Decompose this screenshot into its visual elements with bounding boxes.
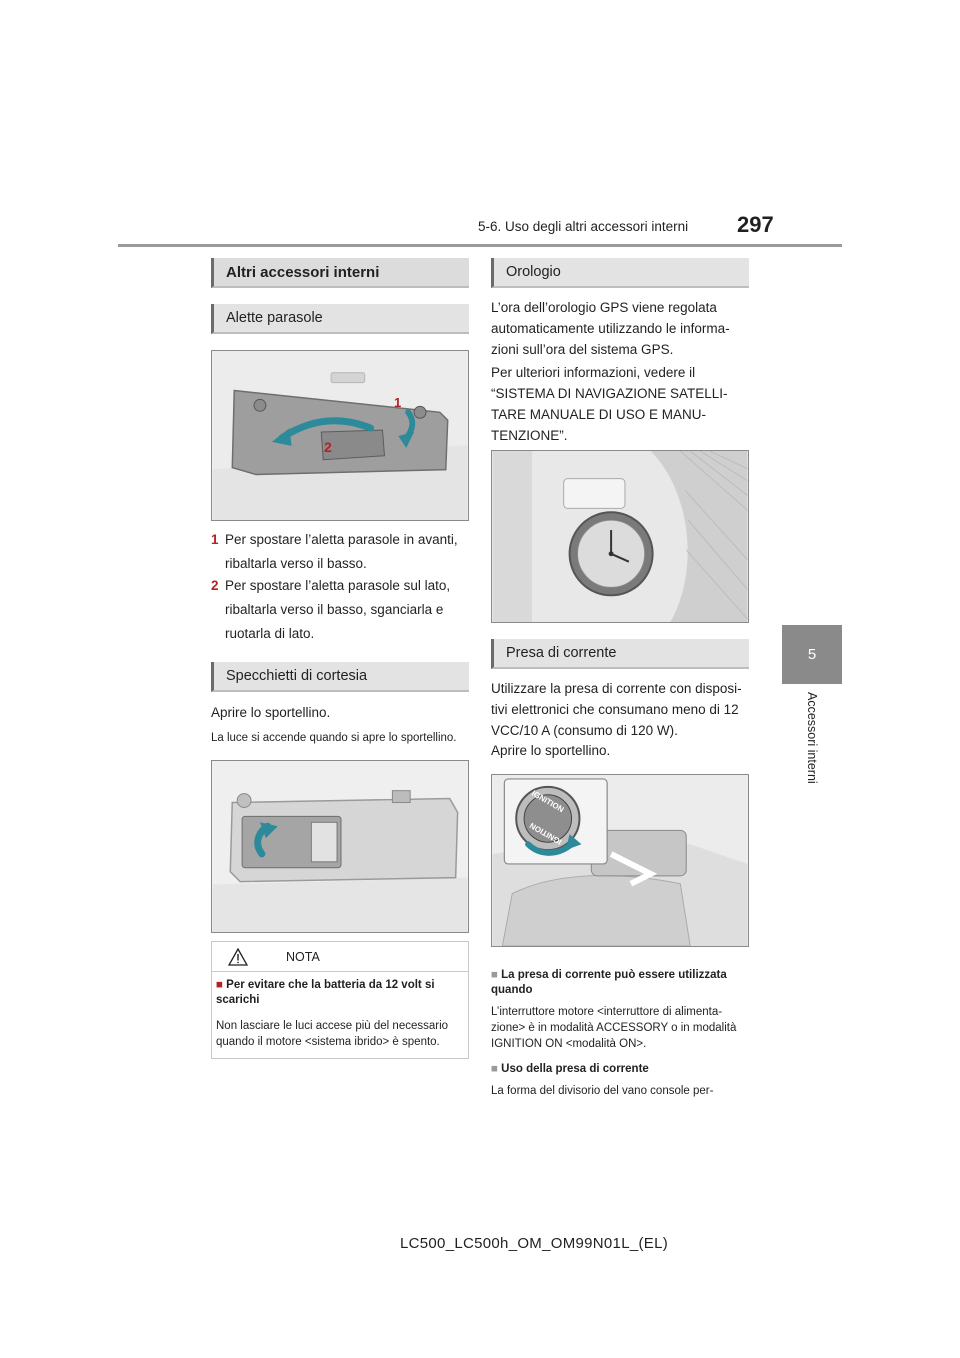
step-number: 1 — [211, 532, 219, 547]
outlet-usage-text: La forma del divisorio del vano console … — [491, 1085, 714, 1097]
page-number: 297 — [737, 212, 774, 237]
header-rule — [118, 244, 842, 247]
step-text-line: ruotarla di lato. — [225, 626, 315, 641]
power-outlet-heading: Presa di corrente — [506, 645, 617, 661]
chapter-tab: 5 — [782, 625, 842, 684]
step-text-line: ribaltarla verso il basso, sganciarla e — [225, 602, 444, 617]
nota-bullet-text: Per evitare che la batteria da 12 volt s… — [216, 979, 435, 1006]
power-outlet-paragraph-1: Utilizzare la presa di corrente con disp… — [491, 681, 742, 738]
power-outlet-paragraph-2: Aprire lo sportellino. — [491, 743, 611, 758]
chapter-side-label-text: Accessori interni — [805, 692, 819, 784]
step-text-line: ribaltarla verso il basso. — [225, 556, 367, 571]
vanity-mirror-figure — [211, 760, 469, 933]
outlet-usage-condition-heading: ■ La presa di corrente può essere utiliz… — [491, 968, 753, 998]
clock-heading-bar: Orologio — [491, 258, 749, 288]
nota-text: Non lasciare le luci accese più del nece… — [216, 1020, 449, 1048]
clock-paragraph-1: L’ora dell’orologio GPS viene regolata a… — [491, 300, 730, 357]
mirrors-heading: Specchietti di cortesia — [226, 668, 368, 684]
bullet-square-icon: ■ — [216, 979, 223, 991]
outlet-usage-heading-text: Uso della presa di corrente — [501, 1063, 649, 1075]
nota-title: NOTA — [286, 950, 320, 964]
sunvisor-heading: Alette parasole — [226, 310, 323, 326]
main-heading-bar: Altri accessori interni — [211, 258, 469, 288]
mirrors-text: Aprire lo sportellino. — [211, 705, 331, 720]
bullet-square-icon: ■ — [491, 1063, 498, 1075]
vanity-mirror-illustration — [212, 761, 468, 932]
power-outlet-figure: IGNITION IGNITION — [491, 774, 749, 947]
footer-document-code: LC500_LC500h_OM_OM99N01L_(EL) — [400, 1235, 669, 1252]
sunvisor-figure: 1 2 — [211, 350, 469, 521]
clock-paragraph-2: Per ulteriori informazioni, vedere il “S… — [491, 365, 728, 443]
main-heading: Altri accessori interni — [226, 263, 380, 281]
sunvisor-illustration — [212, 351, 468, 520]
clock-heading: Orologio — [506, 264, 561, 280]
sunvisor-step-2: 2 Per spostare l’aletta parasole sul lat… — [211, 574, 471, 646]
power-outlet-illustration — [492, 775, 748, 946]
outlet-usage-heading: ■ Uso della presa di corrente — [491, 1062, 753, 1077]
power-outlet-heading-bar: Presa di corrente — [491, 639, 749, 669]
sunvisor-label-2: 2 — [324, 439, 332, 455]
mirrors-note: La luce si accende quando si apre lo spo… — [211, 732, 457, 744]
sunvisor-label-1: 1 — [394, 395, 402, 410]
mirrors-heading-bar: Specchietti di cortesia — [211, 662, 469, 692]
outlet-usage-condition-heading-text: La presa di corrente può essere utilizza… — [491, 969, 727, 996]
chapter-side-label: Accessori interni — [803, 692, 821, 822]
nota-header: NOTA — [212, 942, 468, 972]
step-text-line: Per spostare l’aletta parasole sul lato, — [225, 578, 451, 593]
clock-illustration — [492, 451, 748, 622]
header-section-title: 5-6. Uso degli altri accessori interni — [478, 219, 689, 234]
nota-box: NOTA ■ Per evitare che la batteria da 12… — [211, 941, 469, 1059]
nota-bullet: ■ Per evitare che la batteria da 12 volt… — [216, 978, 464, 1008]
step-text-line: Per spostare l’aletta parasole in avanti… — [225, 532, 458, 547]
step-number: 2 — [211, 578, 219, 593]
sunvisor-step-1: 1 Per spostare l’aletta parasole in avan… — [211, 528, 471, 576]
outlet-usage-condition-text: L’interruttore motore <interruttore di a… — [491, 1006, 737, 1050]
clock-figure — [491, 450, 749, 623]
warning-triangle-icon — [228, 948, 248, 966]
sunvisor-heading-bar: Alette parasole — [211, 304, 469, 334]
bullet-square-icon: ■ — [491, 969, 498, 981]
